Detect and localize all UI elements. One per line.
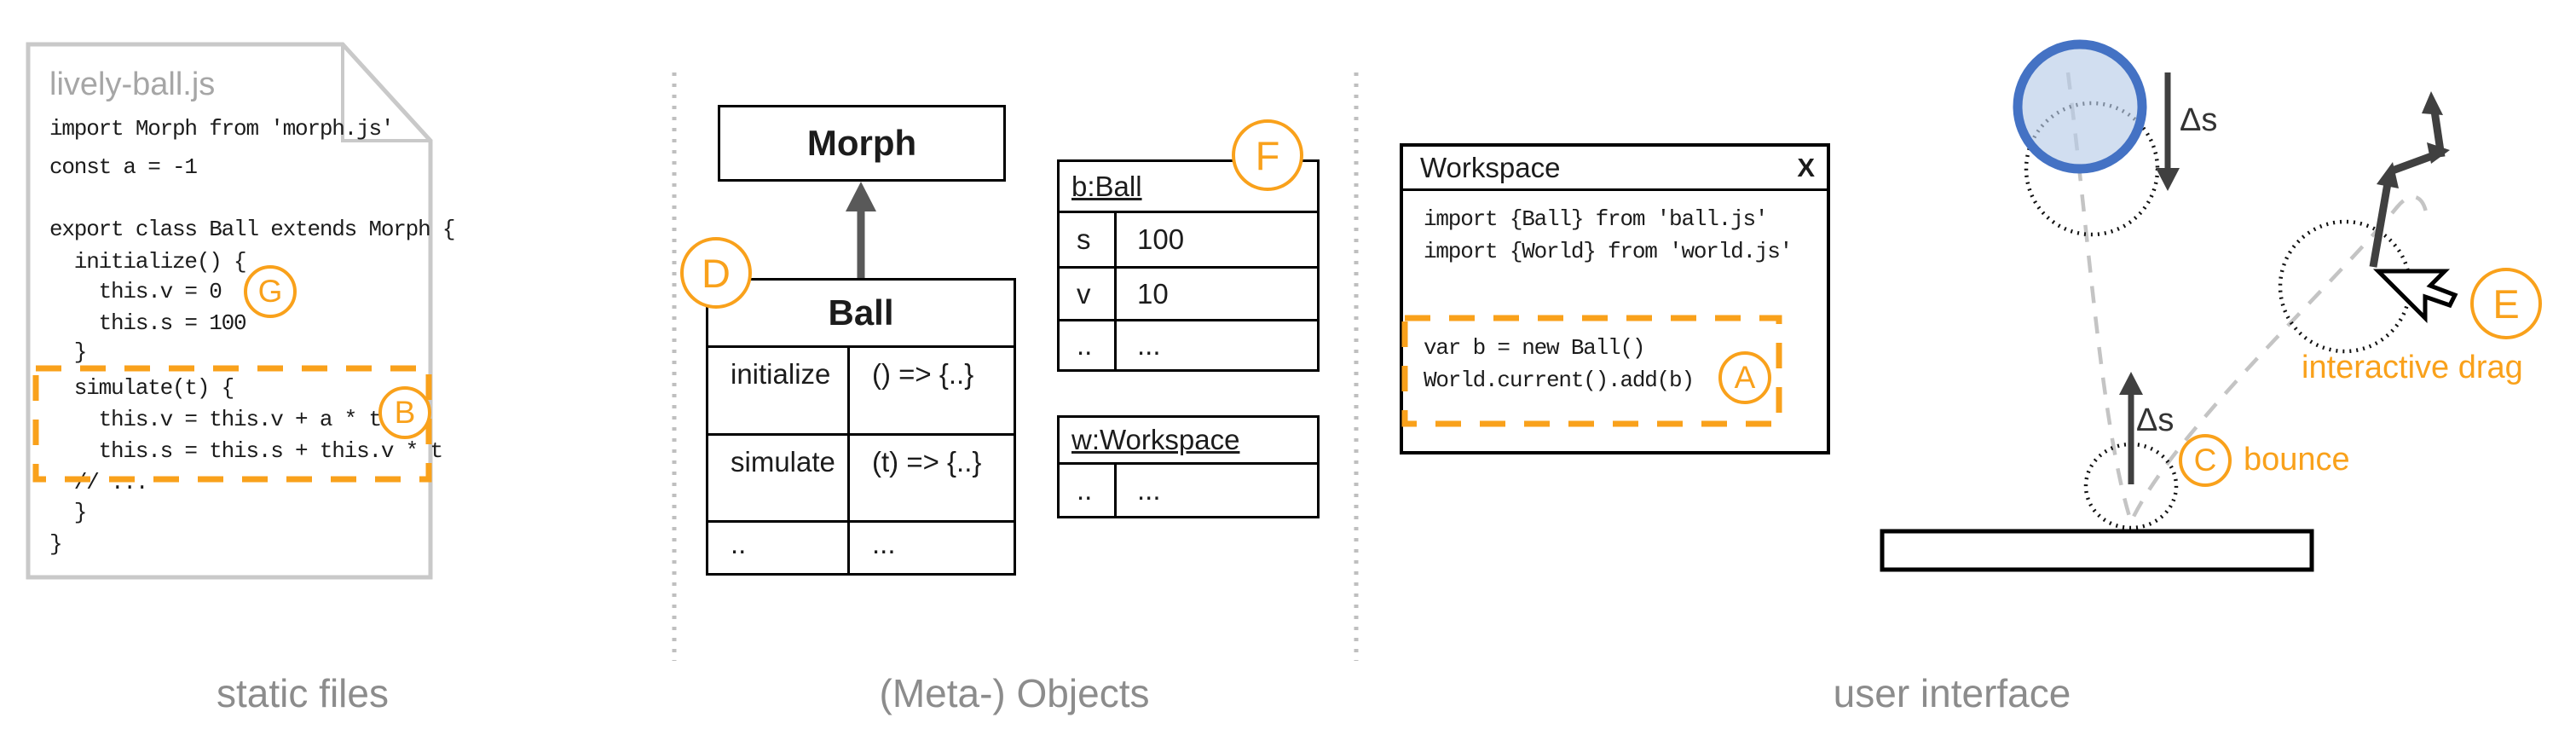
code-line: import Morph from 'morph.js' bbox=[49, 116, 394, 142]
workspace-code-line: var b = new Ball() bbox=[1424, 335, 1645, 361]
method-body: ... bbox=[872, 528, 896, 559]
object-table-ball-instance: b:Ball s 100 v 10 .. ... bbox=[1057, 159, 1320, 372]
code-line: } bbox=[49, 500, 88, 525]
delta-s-down-arrow-head bbox=[2156, 168, 2180, 191]
drag-path-segment-2 bbox=[2388, 152, 2434, 176]
code-line: } bbox=[49, 531, 63, 557]
workspace-code-editor[interactable]: import {Ball} from 'ball.js' import {Wor… bbox=[1424, 196, 1807, 443]
workspace-title: Workspace bbox=[1420, 151, 1561, 183]
slot-value: ... bbox=[1137, 474, 1161, 506]
drag-path-segment-3 bbox=[2430, 110, 2446, 158]
interactive-drag-caption: interactive drag bbox=[2302, 350, 2523, 385]
section-label-user-interface: user interface bbox=[1833, 671, 2071, 715]
badge-a: A bbox=[1718, 351, 1771, 404]
object-slot-row: .. ... bbox=[1060, 465, 1317, 516]
mouse-cursor-icon bbox=[2372, 269, 2458, 324]
class-method-row: simulate (t) => {..} bbox=[708, 433, 1014, 520]
code-line: // ... bbox=[49, 470, 149, 495]
workspace-titlebar[interactable]: Workspace X bbox=[1403, 147, 1827, 191]
badge-b: B bbox=[378, 386, 431, 439]
slot-value: 100 bbox=[1137, 223, 1185, 255]
code-line: this.v = 0 bbox=[49, 279, 222, 304]
slot-name: s bbox=[1060, 213, 1117, 266]
class-box-ball: Ball initialize () => {..} simulate (t) … bbox=[706, 278, 1016, 576]
slot-value: 10 bbox=[1137, 277, 1169, 310]
delta-s-up-arrow-head bbox=[2119, 372, 2143, 395]
slot-name: .. bbox=[1060, 465, 1117, 516]
drag-path-segment-1 bbox=[2369, 182, 2392, 268]
method-name: initialize bbox=[708, 348, 850, 433]
section-label-meta-objects: (Meta-) Objects bbox=[879, 671, 1150, 715]
close-button[interactable]: X bbox=[1797, 152, 1815, 182]
class-box-ball-title: Ball bbox=[828, 292, 894, 333]
badge-e: E bbox=[2470, 268, 2542, 339]
class-box-morph: Morph bbox=[718, 105, 1006, 182]
object-title: b:Ball bbox=[1060, 162, 1317, 213]
workspace-code-line: import {Ball} from 'ball.js' bbox=[1424, 206, 1768, 232]
code-line: export class Ball extends Morph { bbox=[49, 217, 455, 242]
badge-d: D bbox=[680, 237, 752, 309]
ball-trajectory-path bbox=[2065, 72, 2429, 528]
inheritance-arrow-head bbox=[846, 182, 876, 211]
ball-morph[interactable] bbox=[2013, 39, 2147, 174]
badge-c: C bbox=[2179, 434, 2232, 487]
method-body: (t) => {..} bbox=[872, 446, 982, 478]
object-table-workspace-instance: w:Workspace .. ... bbox=[1057, 415, 1320, 518]
workspace-code-line: World.current().add(b) bbox=[1424, 368, 1695, 393]
slot-name: v bbox=[1060, 269, 1117, 319]
method-name: .. bbox=[708, 523, 850, 573]
code-line: simulate(t) { bbox=[49, 375, 234, 401]
object-slot-row: v 10 bbox=[1060, 266, 1317, 319]
delta-s-label-bounce: Δs bbox=[2136, 402, 2175, 438]
ghost-ball-drag bbox=[2278, 219, 2412, 354]
delta-s-label-fall: Δs bbox=[2180, 102, 2218, 138]
object-slot-row: .. ... bbox=[1060, 319, 1317, 369]
file-name: lively-ball.js bbox=[49, 67, 216, 102]
section-label-static-files: static files bbox=[217, 671, 389, 715]
method-name: simulate bbox=[708, 436, 850, 520]
file-card-fold-icon bbox=[341, 44, 430, 142]
slot-name: .. bbox=[1060, 321, 1117, 369]
badge-f: F bbox=[1232, 119, 1303, 191]
object-title-text: w:Workspace bbox=[1071, 424, 1240, 455]
workspace-code-line: import {World} from 'world.js' bbox=[1424, 239, 1793, 264]
class-method-row: .. ... bbox=[708, 520, 1014, 573]
code-line: this.v = this.v + a * t bbox=[49, 407, 382, 432]
code-line: const a = -1 bbox=[49, 154, 198, 180]
method-body: () => {..} bbox=[872, 358, 974, 390]
object-title-text: b:Ball bbox=[1071, 170, 1142, 202]
object-slot-row: s 100 bbox=[1060, 213, 1317, 266]
badge-g: G bbox=[244, 265, 297, 318]
code-line: this.s = this.s + this.v * t bbox=[49, 438, 443, 464]
slot-value: ... bbox=[1137, 329, 1161, 361]
drag-path-arrowhead-3 bbox=[2422, 91, 2443, 115]
code-line: } bbox=[49, 339, 88, 365]
class-method-row: initialize () => {..} bbox=[708, 345, 1014, 433]
bounce-caption: bounce bbox=[2244, 442, 2350, 478]
code-line: initialize() { bbox=[49, 249, 247, 275]
code-line: this.s = 100 bbox=[49, 310, 247, 336]
object-title: w:Workspace bbox=[1060, 418, 1317, 465]
ground-platform bbox=[1880, 529, 2314, 572]
